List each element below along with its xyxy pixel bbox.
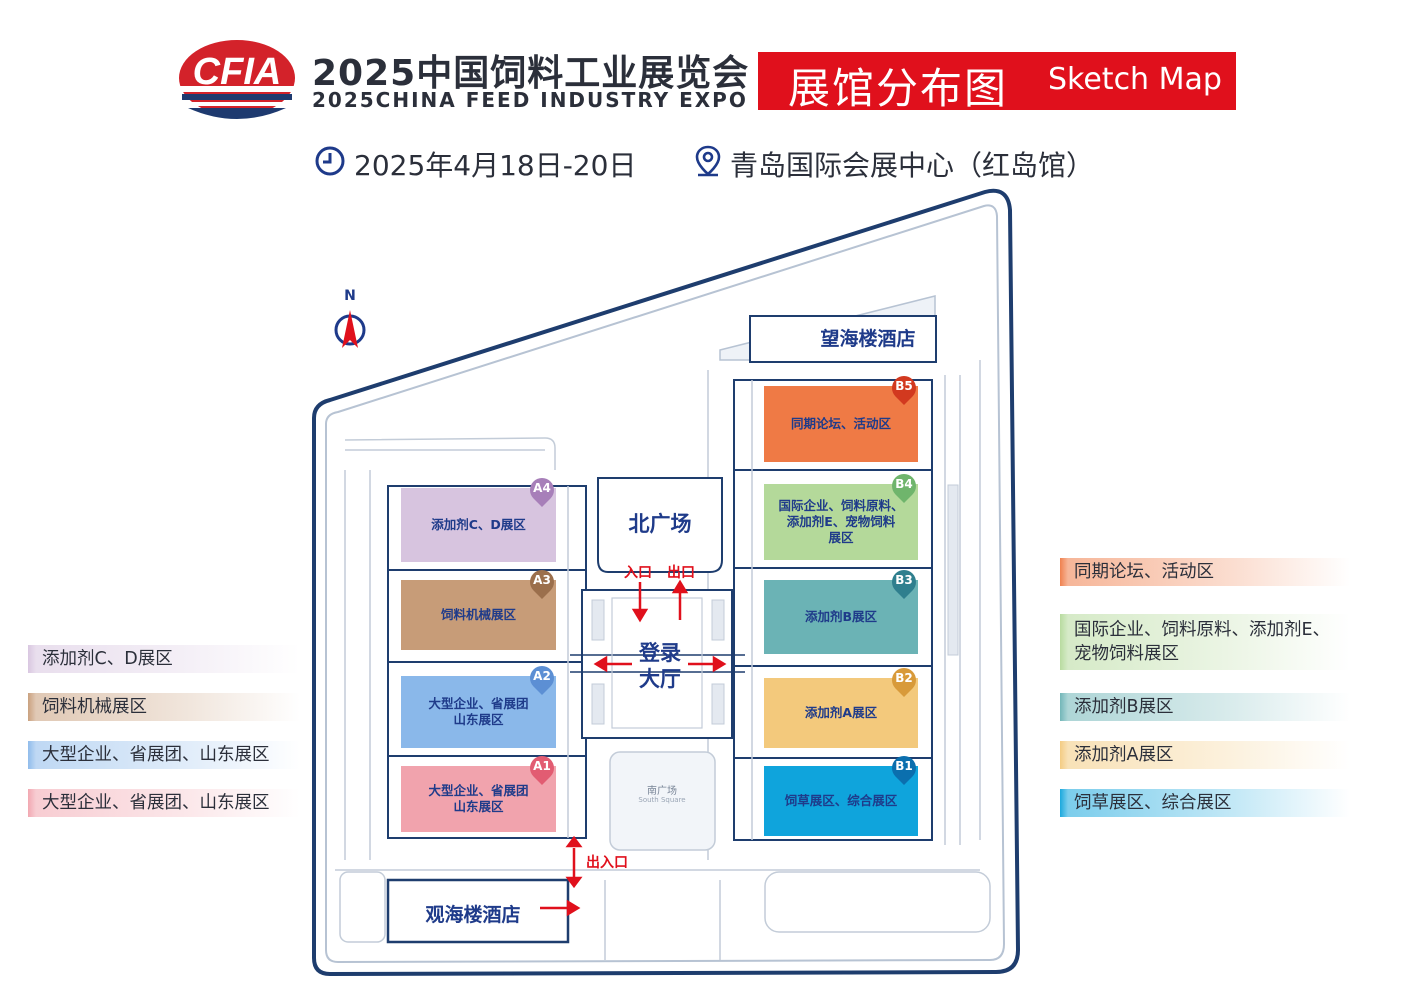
hall-a3: 饲料机械展区 xyxy=(401,580,556,650)
registration-lobby-label: 登录 大厅 xyxy=(639,641,681,691)
hall-id-label: A4 xyxy=(533,481,551,495)
hall-id-label: B3 xyxy=(895,573,913,587)
expo-title-cn: 2025中国饲料工业展览会 xyxy=(312,53,750,94)
legend-item: 大型企业、省展团、山东展区 xyxy=(28,789,300,817)
hall-pin-a1: A1 xyxy=(525,751,559,786)
legend-item: 国际企业、饲料原料、添加剂E、 宠物饲料展区 xyxy=(1060,614,1350,670)
hall-b2: 添加剂A展区 xyxy=(764,678,918,748)
event-venue: 青岛国际会展中心（红岛馆） xyxy=(730,149,1095,182)
expo-title-en: 2025CHINA FEED INDUSTRY EXPO xyxy=(312,88,748,112)
hall-id-label: A1 xyxy=(533,759,551,773)
event-date: 2025年4月18日-20日 xyxy=(354,149,637,182)
svg-text:CFIA: CFIA xyxy=(193,51,282,93)
legend-item: 添加剂B展区 xyxy=(1060,693,1350,721)
map-title-cn: 展馆分布图 xyxy=(788,64,1009,113)
legend-item: 添加剂A展区 xyxy=(1060,741,1350,769)
hall-pin-b2: B2 xyxy=(887,663,921,698)
hall-a1: 大型企业、省展团 山东展区 xyxy=(401,766,556,832)
hotel-south-label: 观海楼酒店 xyxy=(425,904,521,926)
location-pin-icon xyxy=(695,145,721,177)
legend-item: 同期论坛、活动区 xyxy=(1060,558,1350,586)
hall-pin-a3: A3 xyxy=(525,565,559,600)
hall-id-label: A2 xyxy=(533,669,551,683)
hall-id-label: B2 xyxy=(895,671,913,685)
exit-label: 出口 xyxy=(667,565,695,581)
hall-id-label: B1 xyxy=(895,759,913,773)
hall-pin-b3: B3 xyxy=(887,565,921,600)
hotel-north-label: 望海楼酒店 xyxy=(820,328,916,350)
sketch-map-banner: 展馆分布图 Sketch Map xyxy=(758,52,1236,113)
hall-id-label: B5 xyxy=(895,379,913,393)
legend-item: 添加剂C、D展区 xyxy=(28,645,300,673)
hall-b1: 饲草展区、综合展区 xyxy=(764,766,918,836)
entrance-exit-label: 出入口 xyxy=(586,855,628,871)
hall-pin-a2: A2 xyxy=(525,661,559,696)
clock-icon xyxy=(315,146,345,176)
compass-north-label: N xyxy=(344,288,356,304)
hall-pin-b5: B5 xyxy=(887,371,921,406)
hall-b4: 国际企业、饲料原料、 添加剂E、宠物饲料 展区 xyxy=(764,484,918,560)
hall-a2: 大型企业、省展团 山东展区 xyxy=(401,676,556,748)
legend-item: 饲料机械展区 xyxy=(28,693,300,721)
hall-b3: 添加剂B展区 xyxy=(764,580,918,654)
hall-pin-b1: B1 xyxy=(887,751,921,786)
map-title-en: Sketch Map xyxy=(1048,62,1222,97)
legend-item: 大型企业、省展团、山东展区 xyxy=(28,741,300,769)
south-square-label: 南广场 xyxy=(647,786,677,797)
hall-pin-a4: A4 xyxy=(525,473,559,508)
hall-a4: 添加剂C、D展区 xyxy=(401,488,556,562)
hall-id-label: B4 xyxy=(895,477,913,491)
hall-id-label: A3 xyxy=(533,573,551,587)
hall-b5: 同期论坛、活动区 xyxy=(764,386,918,462)
entrance-label: 入口 xyxy=(624,565,652,581)
cfia-logo: CFIA xyxy=(178,40,296,119)
hall-pin-b4: B4 xyxy=(887,469,921,504)
compass-icon xyxy=(334,310,366,348)
legend-item: 饲草展区、综合展区 xyxy=(1060,789,1350,817)
north-square-label: 北广场 xyxy=(628,512,692,536)
south-square-en-label: South Square xyxy=(638,796,686,804)
